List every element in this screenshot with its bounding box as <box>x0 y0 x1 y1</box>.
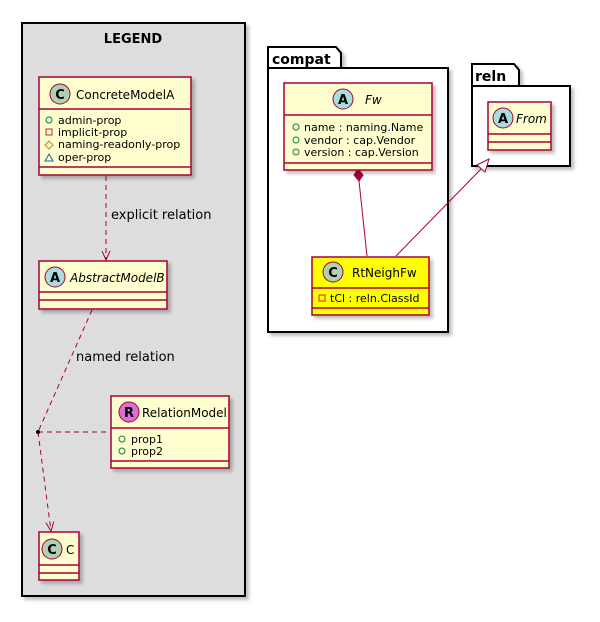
attr-naming-readonly-prop: naming-readonly-prop <box>58 138 180 151</box>
composition-diamond-icon <box>353 168 364 182</box>
class-name: RelationModel <box>142 406 227 420</box>
class-c[interactable]: C C <box>38 531 80 581</box>
class-name: From <box>516 112 547 126</box>
class-name: ConcreteModelA <box>76 88 175 102</box>
class-kind-letter: A <box>50 271 60 286</box>
class-kind-letter: A <box>338 93 348 108</box>
class-relation-model[interactable]: R RelationModel prop1 prop2 <box>110 395 230 469</box>
class-kind-letter: C <box>328 266 338 281</box>
edge-label-explicit: explicit relation <box>111 208 211 223</box>
class-name: C <box>66 543 74 557</box>
class-circle-icon <box>41 538 63 560</box>
attr-version: version : cap.Version <box>304 146 419 159</box>
relation-circle-icon <box>118 401 140 423</box>
package-icon <box>44 152 54 162</box>
abstract-circle-icon <box>332 88 354 110</box>
attr-prop1: prop1 <box>131 433 163 446</box>
abstract-circle-icon <box>492 107 514 129</box>
class-rtneighfw[interactable]: C RtNeighFw tCl : reln.ClassId <box>311 256 430 316</box>
public-icon <box>292 148 300 156</box>
attr-vendor: vendor : cap.Vendor <box>304 134 416 147</box>
class-kind-letter: R <box>124 406 134 421</box>
class-name: AbstractModelB <box>69 271 165 285</box>
class-from[interactable]: A From <box>487 101 552 151</box>
protected-icon <box>44 140 54 150</box>
public-icon <box>118 447 126 455</box>
class-name: Fw <box>365 93 382 107</box>
association-point <box>36 430 40 434</box>
attr-admin-prop: admin-prop <box>58 114 121 127</box>
edge-fw-composition <box>353 168 368 257</box>
attr-name: name : naming.Name <box>304 121 424 134</box>
edge-from-generalization <box>395 158 490 257</box>
generalization-arrow-icon <box>476 158 490 173</box>
class-fw[interactable]: A Fw name : naming.Name vendor : cap.Ven… <box>283 82 433 171</box>
class-circle-icon <box>49 83 71 105</box>
public-icon <box>118 435 126 443</box>
public-icon <box>45 116 53 124</box>
attr-tcl: tCl : reln.ClassId <box>330 292 420 305</box>
attr-prop2: prop2 <box>131 445 163 458</box>
class-circle-icon <box>322 261 344 283</box>
class-concrete-model-a[interactable]: C ConcreteModelA admin-prop implicit-pro… <box>38 76 192 176</box>
edge-explicit-relation: explicit relation <box>106 176 211 260</box>
class-kind-letter: C <box>47 543 57 558</box>
public-icon <box>292 136 300 144</box>
private-icon <box>45 128 53 136</box>
legend-title: LEGEND <box>104 32 163 47</box>
attr-implicit-prop: implicit-prop <box>58 126 127 139</box>
attr-oper-prop: oper-prop <box>58 151 111 164</box>
package-title: reln <box>475 69 506 85</box>
edge-label-named: named relation <box>76 350 175 365</box>
edge-named-relation: named relation <box>36 309 175 531</box>
package-title: compat <box>272 52 331 68</box>
class-abstract-model-b[interactable]: A AbstractModelB <box>38 260 168 310</box>
abstract-circle-icon <box>44 266 66 288</box>
class-name: RtNeighFw <box>352 266 417 280</box>
class-kind-letter: C <box>55 88 65 103</box>
class-kind-letter: A <box>498 112 508 127</box>
public-icon <box>292 123 300 131</box>
private-icon <box>318 294 326 302</box>
